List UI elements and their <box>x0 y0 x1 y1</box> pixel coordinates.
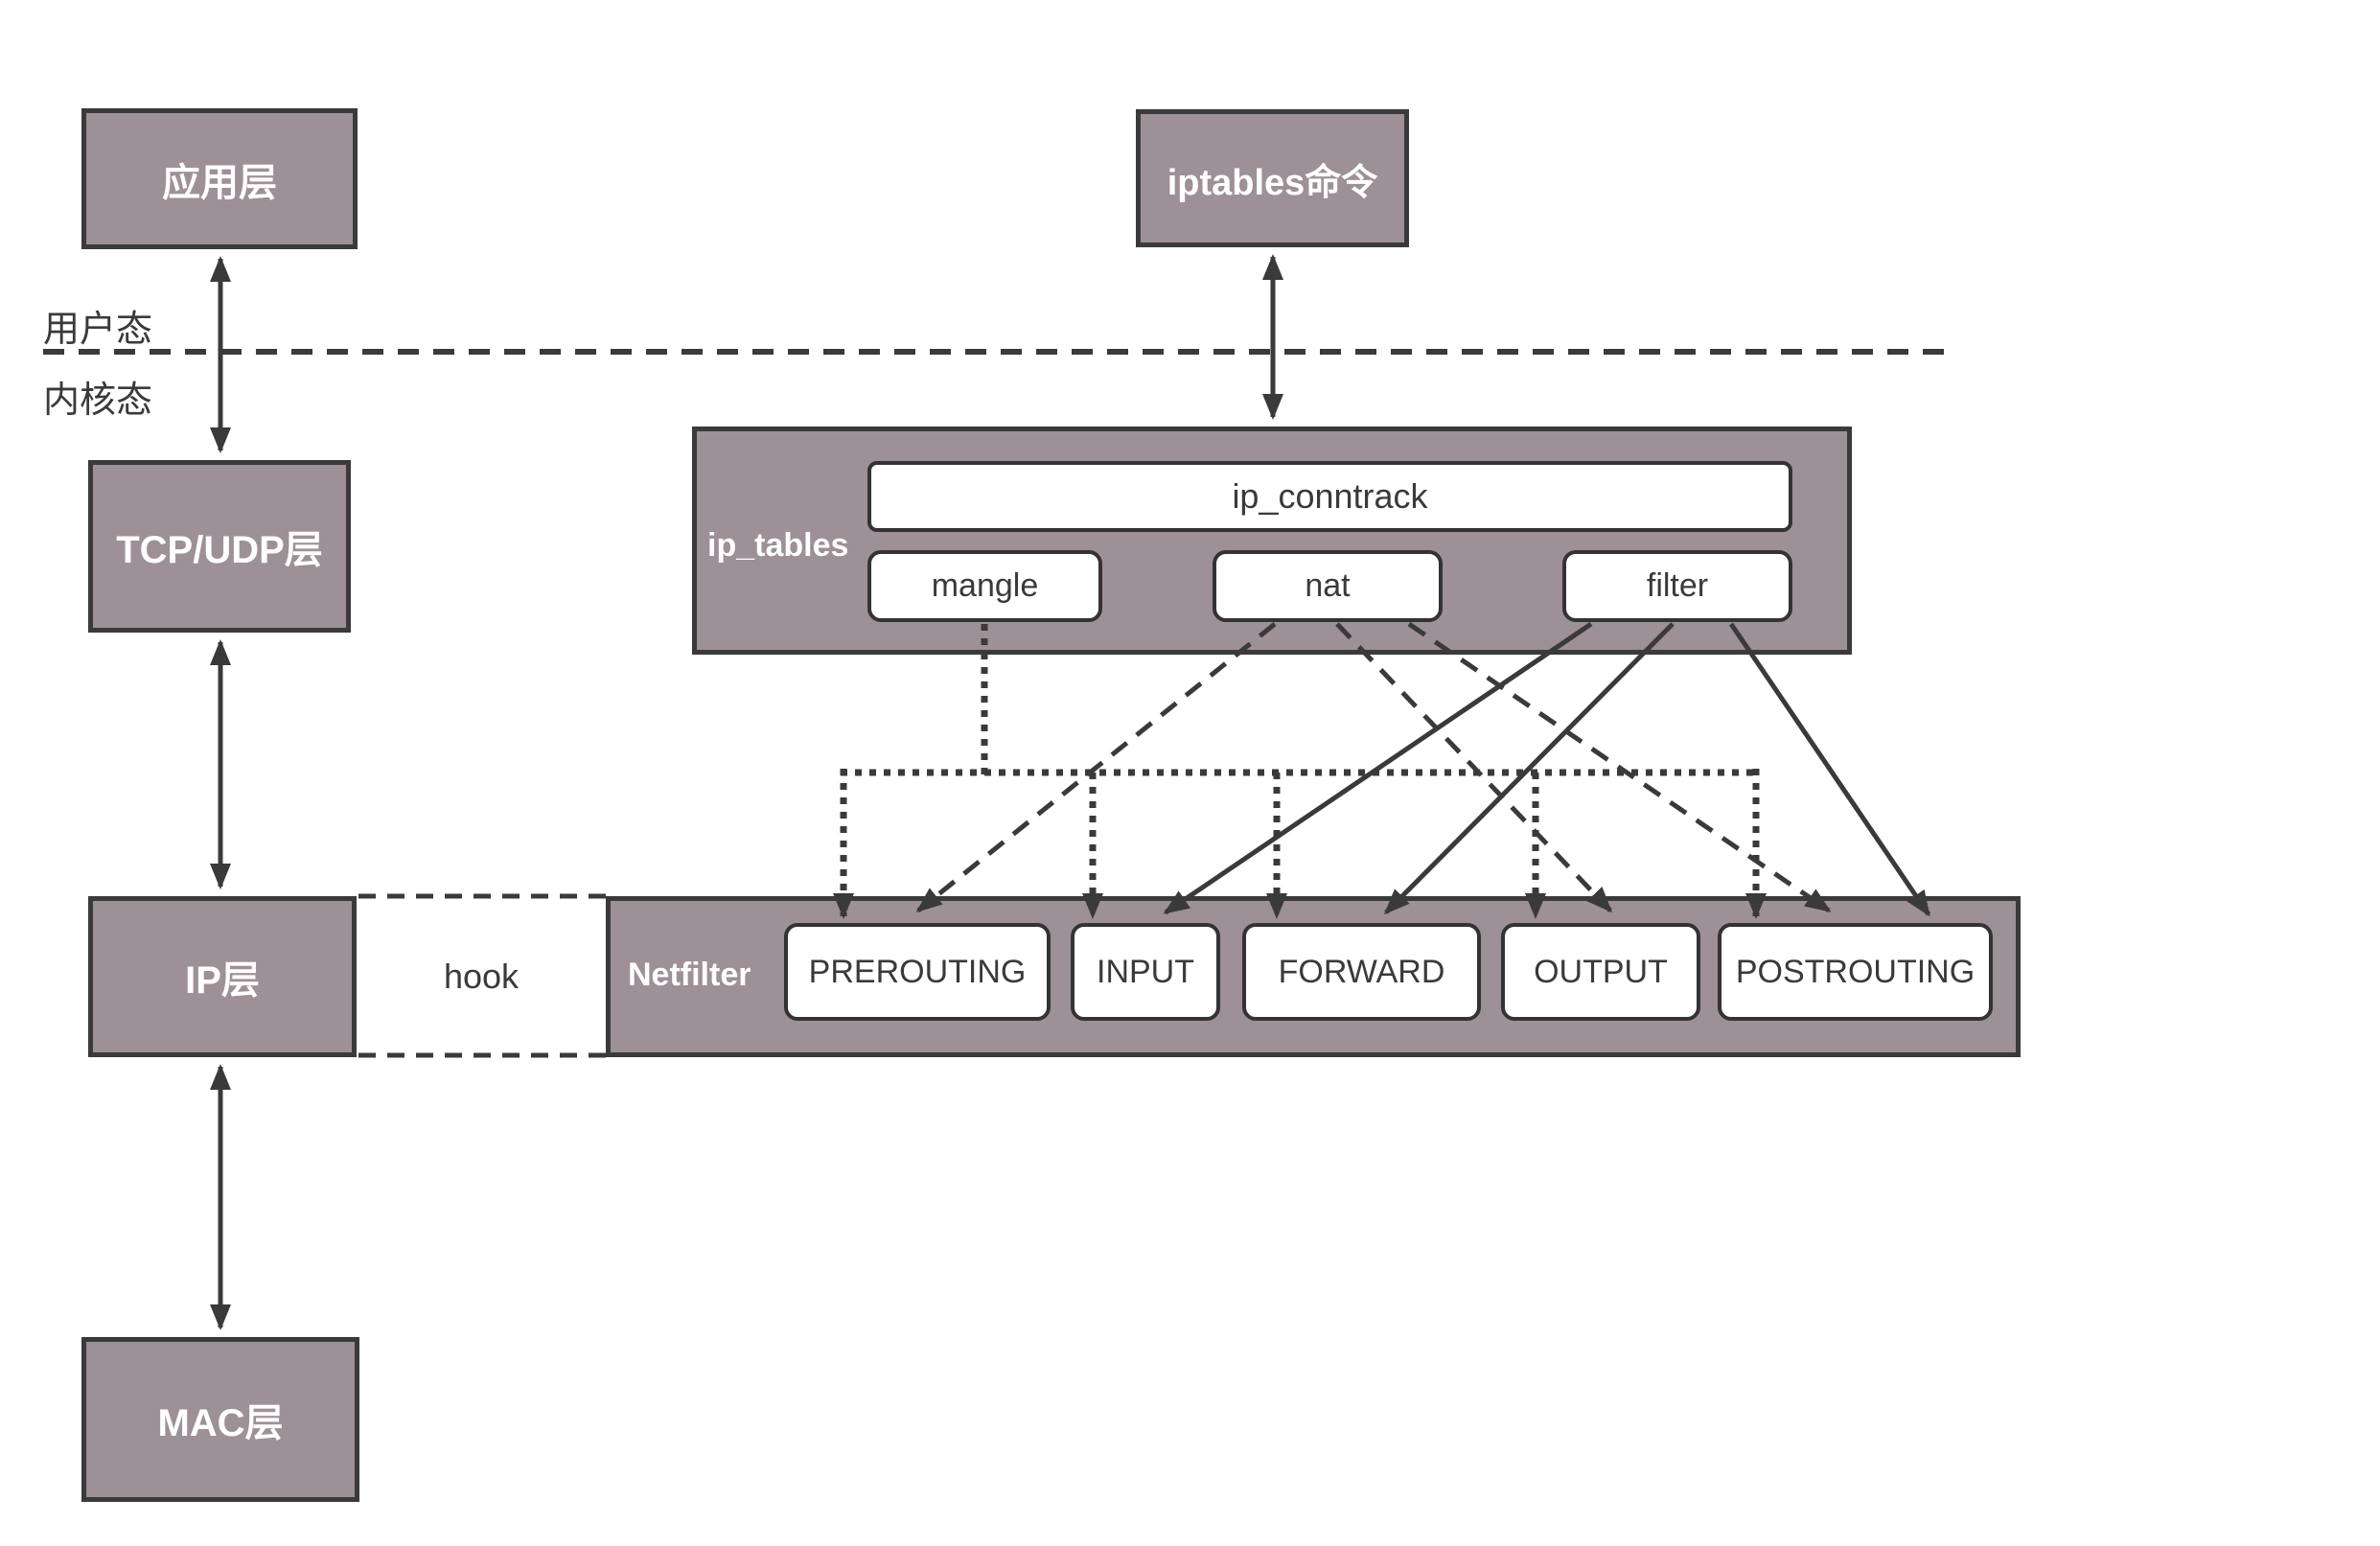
filter-table-box: filter <box>1562 550 1792 622</box>
app-layer-box: 应用层 <box>81 108 358 249</box>
tcp-udp-layer-box: TCP/UDP层 <box>88 460 351 633</box>
app-layer-label: 应用层 <box>162 161 277 204</box>
output-chain-box: OUTPUT <box>1501 923 1700 1021</box>
forward-chain-label: FORWARD <box>1278 953 1445 990</box>
iptables-command-box: iptables命令 <box>1136 109 1409 247</box>
ip-conntrack-label: ip_conntrack <box>1232 476 1428 516</box>
postrouting-chain-label: POSTROUTING <box>1735 953 1976 990</box>
filter-table-label: filter <box>1646 567 1709 604</box>
prerouting-chain-box: PREROUTING <box>784 923 1051 1021</box>
netfilter-label: Netfilter <box>628 957 751 993</box>
mac-layer-label: MAC层 <box>157 1402 284 1444</box>
iptables-command-label: iptables命令 <box>1167 162 1378 203</box>
kernel-mode-label: 内核态 <box>43 381 153 421</box>
output-chain-label: OUTPUT <box>1534 953 1668 990</box>
forward-chain-box: FORWARD <box>1242 923 1481 1021</box>
mangle-table-label: mangle <box>931 567 1039 604</box>
tcp-udp-layer-label: TCP/UDP层 <box>116 529 323 571</box>
filter-connections <box>1163 621 1931 917</box>
nat-table-label: nat <box>1305 567 1351 604</box>
ip-layer-box: IP层 <box>88 896 357 1057</box>
hook-label: hook <box>443 957 520 996</box>
input-chain-label: INPUT <box>1097 953 1194 990</box>
mac-layer-box: MAC层 <box>81 1337 359 1502</box>
input-chain-box: INPUT <box>1071 923 1220 1021</box>
ip-tables-label: ip_tables <box>707 527 849 564</box>
prerouting-chain-label: PREROUTING <box>808 953 1027 990</box>
mangle-connections <box>833 624 1767 919</box>
mangle-table-box: mangle <box>867 550 1102 622</box>
nat-connections <box>915 621 1832 913</box>
postrouting-chain-box: POSTROUTING <box>1718 923 1993 1021</box>
nat-table-box: nat <box>1213 550 1443 622</box>
ip-layer-label: IP层 <box>185 959 260 1002</box>
user-mode-label: 用户态 <box>43 310 153 350</box>
ip-conntrack-box: ip_conntrack <box>867 461 1792 532</box>
